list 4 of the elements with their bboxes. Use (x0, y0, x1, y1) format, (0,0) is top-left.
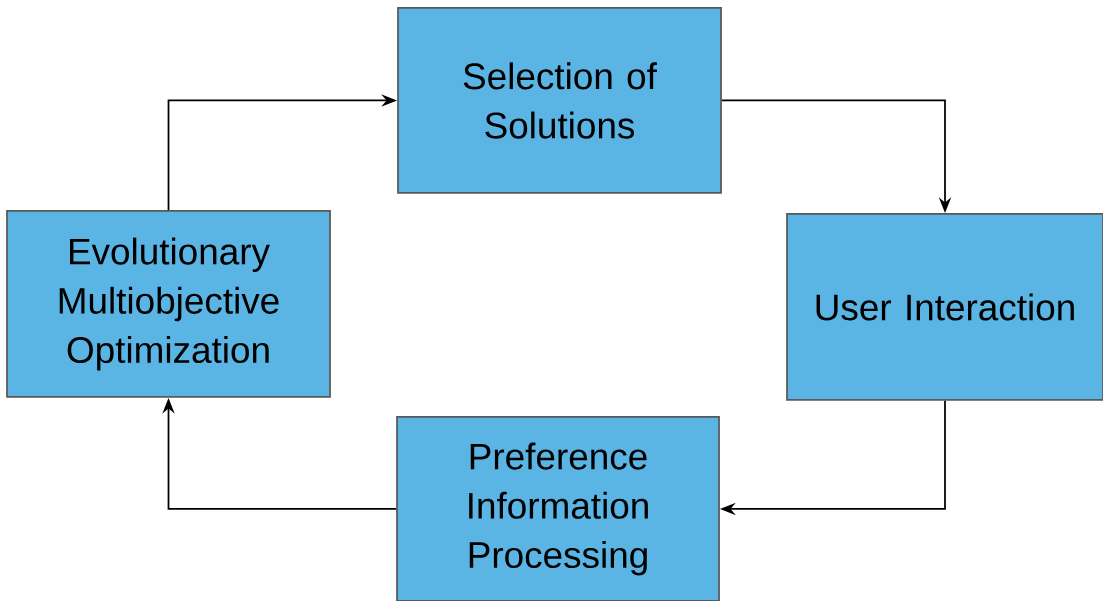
process-box: Selection of Solutions (397, 7, 722, 194)
process-box: Preference Information Processing (396, 416, 720, 601)
process-box: User Interaction (786, 213, 1103, 401)
process-box: Evolutionary Multiobjective Optimization (6, 210, 331, 398)
